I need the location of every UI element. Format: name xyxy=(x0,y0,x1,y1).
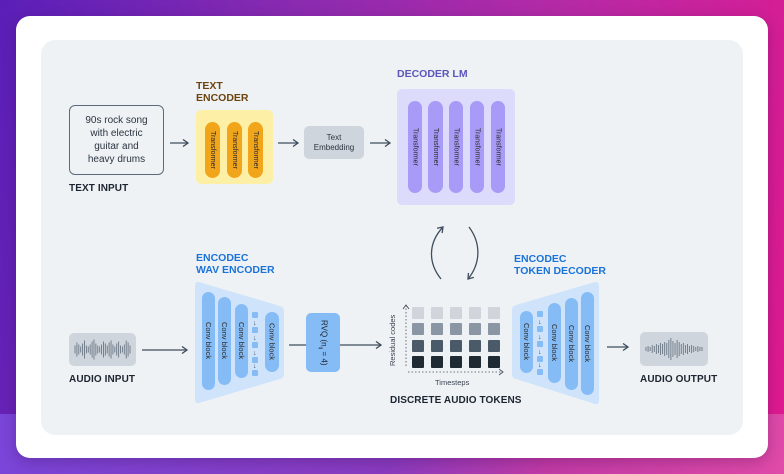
text-input-line: with electric xyxy=(90,128,143,139)
block-label: Transformer xyxy=(252,131,259,169)
audio-input-label: AUDIO INPUT xyxy=(69,374,136,385)
rvq-label-text: RVQ (n xyxy=(319,319,329,347)
audio-output-label: AUDIO OUTPUT xyxy=(640,374,718,385)
block-label: Conv block xyxy=(567,325,576,363)
audio-token xyxy=(431,307,443,319)
audio-token xyxy=(488,323,500,336)
text-input-line: 90s rock song xyxy=(85,115,148,126)
token-decoder-title-line: TOKEN DECODER xyxy=(514,265,606,277)
timesteps-label: Timesteps xyxy=(435,378,470,387)
block-label: Conv block xyxy=(583,324,592,363)
residual-codes-label: Residual codes xyxy=(388,314,397,366)
block-label: Transformer xyxy=(452,128,460,166)
audio-token xyxy=(431,339,443,352)
text-input-line: guitar and xyxy=(94,141,139,152)
block-label: Transformer xyxy=(411,128,419,166)
text-encoder-title-line: TEXT xyxy=(196,80,223,92)
discrete-audio-tokens-label: DISCRETE AUDIO TOKENS xyxy=(390,395,522,406)
audio-token xyxy=(412,323,424,336)
audio-token xyxy=(469,323,481,336)
decoder-transformer-block: Transformer xyxy=(449,101,463,193)
block-label: Transformer xyxy=(432,128,439,166)
decoder-conv-block: Conv block xyxy=(548,303,561,383)
text-encoder-transformer-block: Transformer xyxy=(227,122,242,178)
text-input-label: TEXT INPUT xyxy=(69,183,129,194)
text-encoder-transformer-block: Transformer xyxy=(205,122,220,178)
decoder-transformer-block: Transformer xyxy=(428,101,443,193)
audio-token xyxy=(450,339,462,352)
block-label: Transformer xyxy=(209,131,216,169)
block-label: Conv block xyxy=(220,322,229,360)
block-label: Conv block xyxy=(204,322,213,360)
text-input-line: heavy drums xyxy=(87,154,146,165)
decoder-conv-block: Conv block xyxy=(565,298,578,390)
text-encoder-transformer-block: Transformer xyxy=(248,122,263,178)
text-encoder-title: TEXT ENCODER xyxy=(196,80,249,104)
audio-token xyxy=(469,339,481,352)
audio-token xyxy=(450,323,462,336)
rvq-subscript: q xyxy=(317,346,324,350)
wav-encoder-title: ENCODEC WAV ENCODER xyxy=(196,252,275,276)
audio-token xyxy=(450,307,462,319)
decoder-transformer-block: Transformer xyxy=(491,101,505,193)
audio-token xyxy=(469,307,481,319)
text-embedding-line: Text xyxy=(326,132,342,142)
audio-token xyxy=(412,355,424,368)
wav-encoder-title-line: WAV ENCODER xyxy=(196,264,275,276)
rvq-label: RVQ (nq = 4) xyxy=(318,320,329,366)
block-label: Conv block xyxy=(237,322,246,360)
audio-token xyxy=(412,339,424,352)
text-encoder-title-line: ENCODER xyxy=(196,92,249,104)
audio-token xyxy=(488,355,500,368)
token-decoder-title: ENCODEC TOKEN DECODER xyxy=(514,253,606,277)
arrow-tokens-to-decoder xyxy=(430,227,443,280)
audio-token xyxy=(488,307,500,319)
timesteps-axis-arrowhead xyxy=(498,368,504,376)
text-embedding-line: Embedding xyxy=(313,142,355,152)
decoder-transformer-block: Transformer xyxy=(408,101,422,193)
token-decoder-title-line: ENCODEC xyxy=(514,253,567,265)
audio-output-box xyxy=(640,332,708,366)
rvq-box: RVQ (nq = 4) xyxy=(306,313,340,372)
decoder-lm-title: DECODER LM xyxy=(397,68,468,80)
audio-token xyxy=(469,355,481,368)
decoder-conv-block: Conv block xyxy=(520,311,533,373)
rvq-suffix: = 4) xyxy=(319,349,329,366)
text-embedding-box: Text Embedding xyxy=(304,126,364,159)
decoder-conv-block: Conv block xyxy=(581,292,594,395)
audio-input-box xyxy=(69,333,136,366)
audio-token xyxy=(431,355,443,368)
waveform-icon xyxy=(74,339,131,360)
waveform-icon xyxy=(645,338,703,360)
audio-token xyxy=(450,355,462,368)
decoder-transformer-block: Transformer xyxy=(470,101,484,193)
block-label: Transformer xyxy=(494,128,502,166)
block-label: Conv block xyxy=(267,323,277,361)
audio-token xyxy=(431,323,443,336)
encoder-conv-block: Conv block xyxy=(202,292,215,390)
block-label: Transformer xyxy=(473,128,481,166)
block-label: Conv block xyxy=(550,324,559,362)
block-label: Conv block xyxy=(522,323,531,361)
audio-token xyxy=(412,307,424,319)
audio-token xyxy=(488,339,500,352)
encoder-conv-block: Conv block xyxy=(235,304,248,378)
encoder-conv-block: Conv block xyxy=(265,312,279,372)
wav-encoder-title-line: ENCODEC xyxy=(196,252,249,264)
arrow-decoder-to-tokens xyxy=(468,226,479,279)
block-label: Transformer xyxy=(231,131,238,169)
encoder-conv-block: Conv block xyxy=(218,297,231,385)
text-input-box: 90s rock song with electric guitar and h… xyxy=(69,105,164,175)
residual-axis-arrowhead xyxy=(402,304,410,310)
